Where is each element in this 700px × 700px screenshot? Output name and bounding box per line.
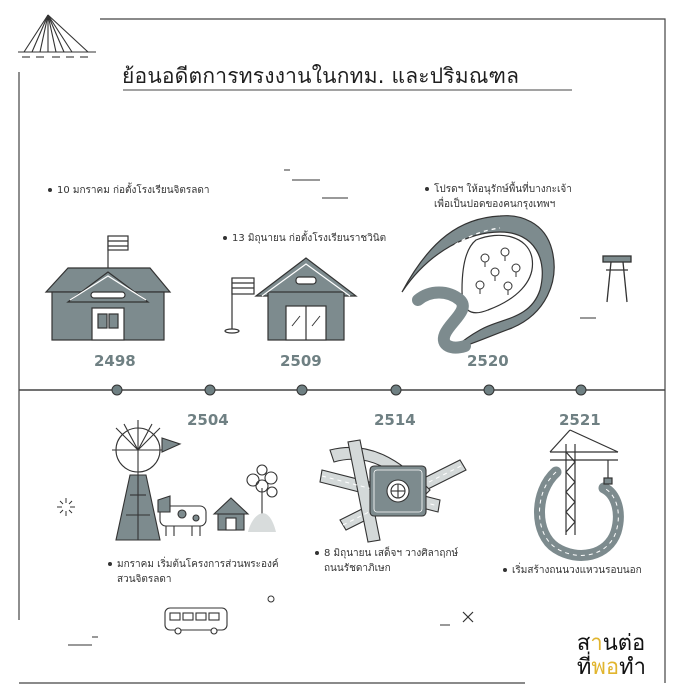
decor-dashes — [68, 169, 596, 646]
bullet-icon — [223, 236, 227, 240]
ring-road-crane-icon — [534, 429, 624, 561]
event-2509: 13 มิถุนายน ก่อตั้งโรงเรียนราชวินิต — [223, 231, 386, 246]
logo-char: ที่ — [576, 655, 592, 680]
brand-logo: สานต่อ ที่พอทำ — [577, 632, 646, 680]
page-frame — [18, 18, 666, 684]
bridge-icon — [18, 14, 96, 58]
event-2509-text: 13 มิถุนายน ก่อตั้งโรงเรียนราชวินิต — [232, 233, 387, 244]
timeline-dot-2504 — [204, 384, 216, 396]
bus-icon — [164, 607, 228, 635]
school-rajavinit-icon — [224, 257, 358, 341]
event-2520-line2: เพื่อเป็นปอดของคนกรุงเทพฯ — [434, 199, 556, 210]
event-2504: มกราคม เริ่มต้นโครงการส่วนพระองค์ สวนจิต… — [108, 557, 279, 587]
event-2504-line1: มกราคม เริ่มต้นโครงการส่วนพระองค์ — [117, 559, 279, 570]
event-2498: 10 มกราคม ก่อตั้งโรงเรียนจิตรลดา — [48, 183, 210, 198]
event-2520: โปรดฯ ให้อนุรักษ์พื้นที่บางกะเจ้า เพื่อเ… — [425, 182, 572, 212]
logo-char: ส — [576, 631, 591, 656]
bullet-icon — [48, 188, 52, 192]
bullet-icon — [503, 568, 507, 572]
school-chitralada-icon — [44, 235, 172, 341]
year-label-2498: 2498 — [94, 352, 136, 370]
year-label-2509: 2509 — [280, 352, 322, 370]
event-2514: 8 มิถุนายน เสด็จฯ วางศิลาฤกษ์ ถนนรัชดาภิ… — [315, 546, 458, 576]
bullet-icon — [108, 562, 112, 566]
year-label-2514: 2514 — [374, 411, 416, 429]
timeline-dot-2520 — [483, 384, 495, 396]
logo-char: นต่อ — [602, 631, 646, 656]
event-2521-text: เริ่มสร้างถนนวงแหวนรอบนอก — [512, 565, 642, 576]
event-2514-line2: ถนนรัชดาภิเษก — [324, 563, 391, 574]
year-label-2520: 2520 — [467, 352, 509, 370]
timeline-dot-2498 — [111, 384, 123, 396]
bullet-icon — [315, 551, 319, 555]
year-label-2521: 2521 — [559, 411, 601, 429]
logo-char-accent: า — [590, 631, 603, 656]
timeline-dot-2509 — [296, 384, 308, 396]
bullet-icon — [425, 187, 429, 191]
event-2504-line2: สวนจิตรลดา — [117, 574, 172, 585]
event-2521: เริ่มสร้างถนนวงแหวนรอบนอก — [503, 563, 642, 578]
close-icon — [462, 611, 474, 623]
timeline-dots — [111, 384, 587, 396]
giant-swing-icon — [602, 255, 632, 303]
event-2520-line1: โปรดฯ ให้อนุรักษ์พื้นที่บางกะเจ้า — [434, 184, 572, 195]
logo-char: ทำ — [619, 655, 646, 680]
bang-kachao-river-icon — [401, 215, 555, 354]
timeline-dot-2514 — [390, 384, 402, 396]
small-circle-icon — [267, 595, 275, 603]
ratchadaphisek-road-icon — [319, 439, 467, 543]
logo-char-accent: อ — [605, 655, 620, 680]
year-label-2504: 2504 — [187, 411, 229, 429]
windmill-farm-icon — [112, 420, 278, 541]
event-2514-line1: 8 มิถุนายน เสด็จฯ วางศิลาฤกษ์ — [324, 548, 459, 559]
event-2498-text: 10 มกราคม ก่อตั้งโรงเรียนจิตรลดา — [57, 185, 210, 196]
logo-char-accent: พ — [591, 655, 606, 680]
timeline-dot-2521 — [575, 384, 587, 396]
sparkle-icon — [57, 498, 75, 516]
page-title: ย้อนอดีตการทรงงานในกทม. และปริมณฑล — [122, 64, 520, 88]
